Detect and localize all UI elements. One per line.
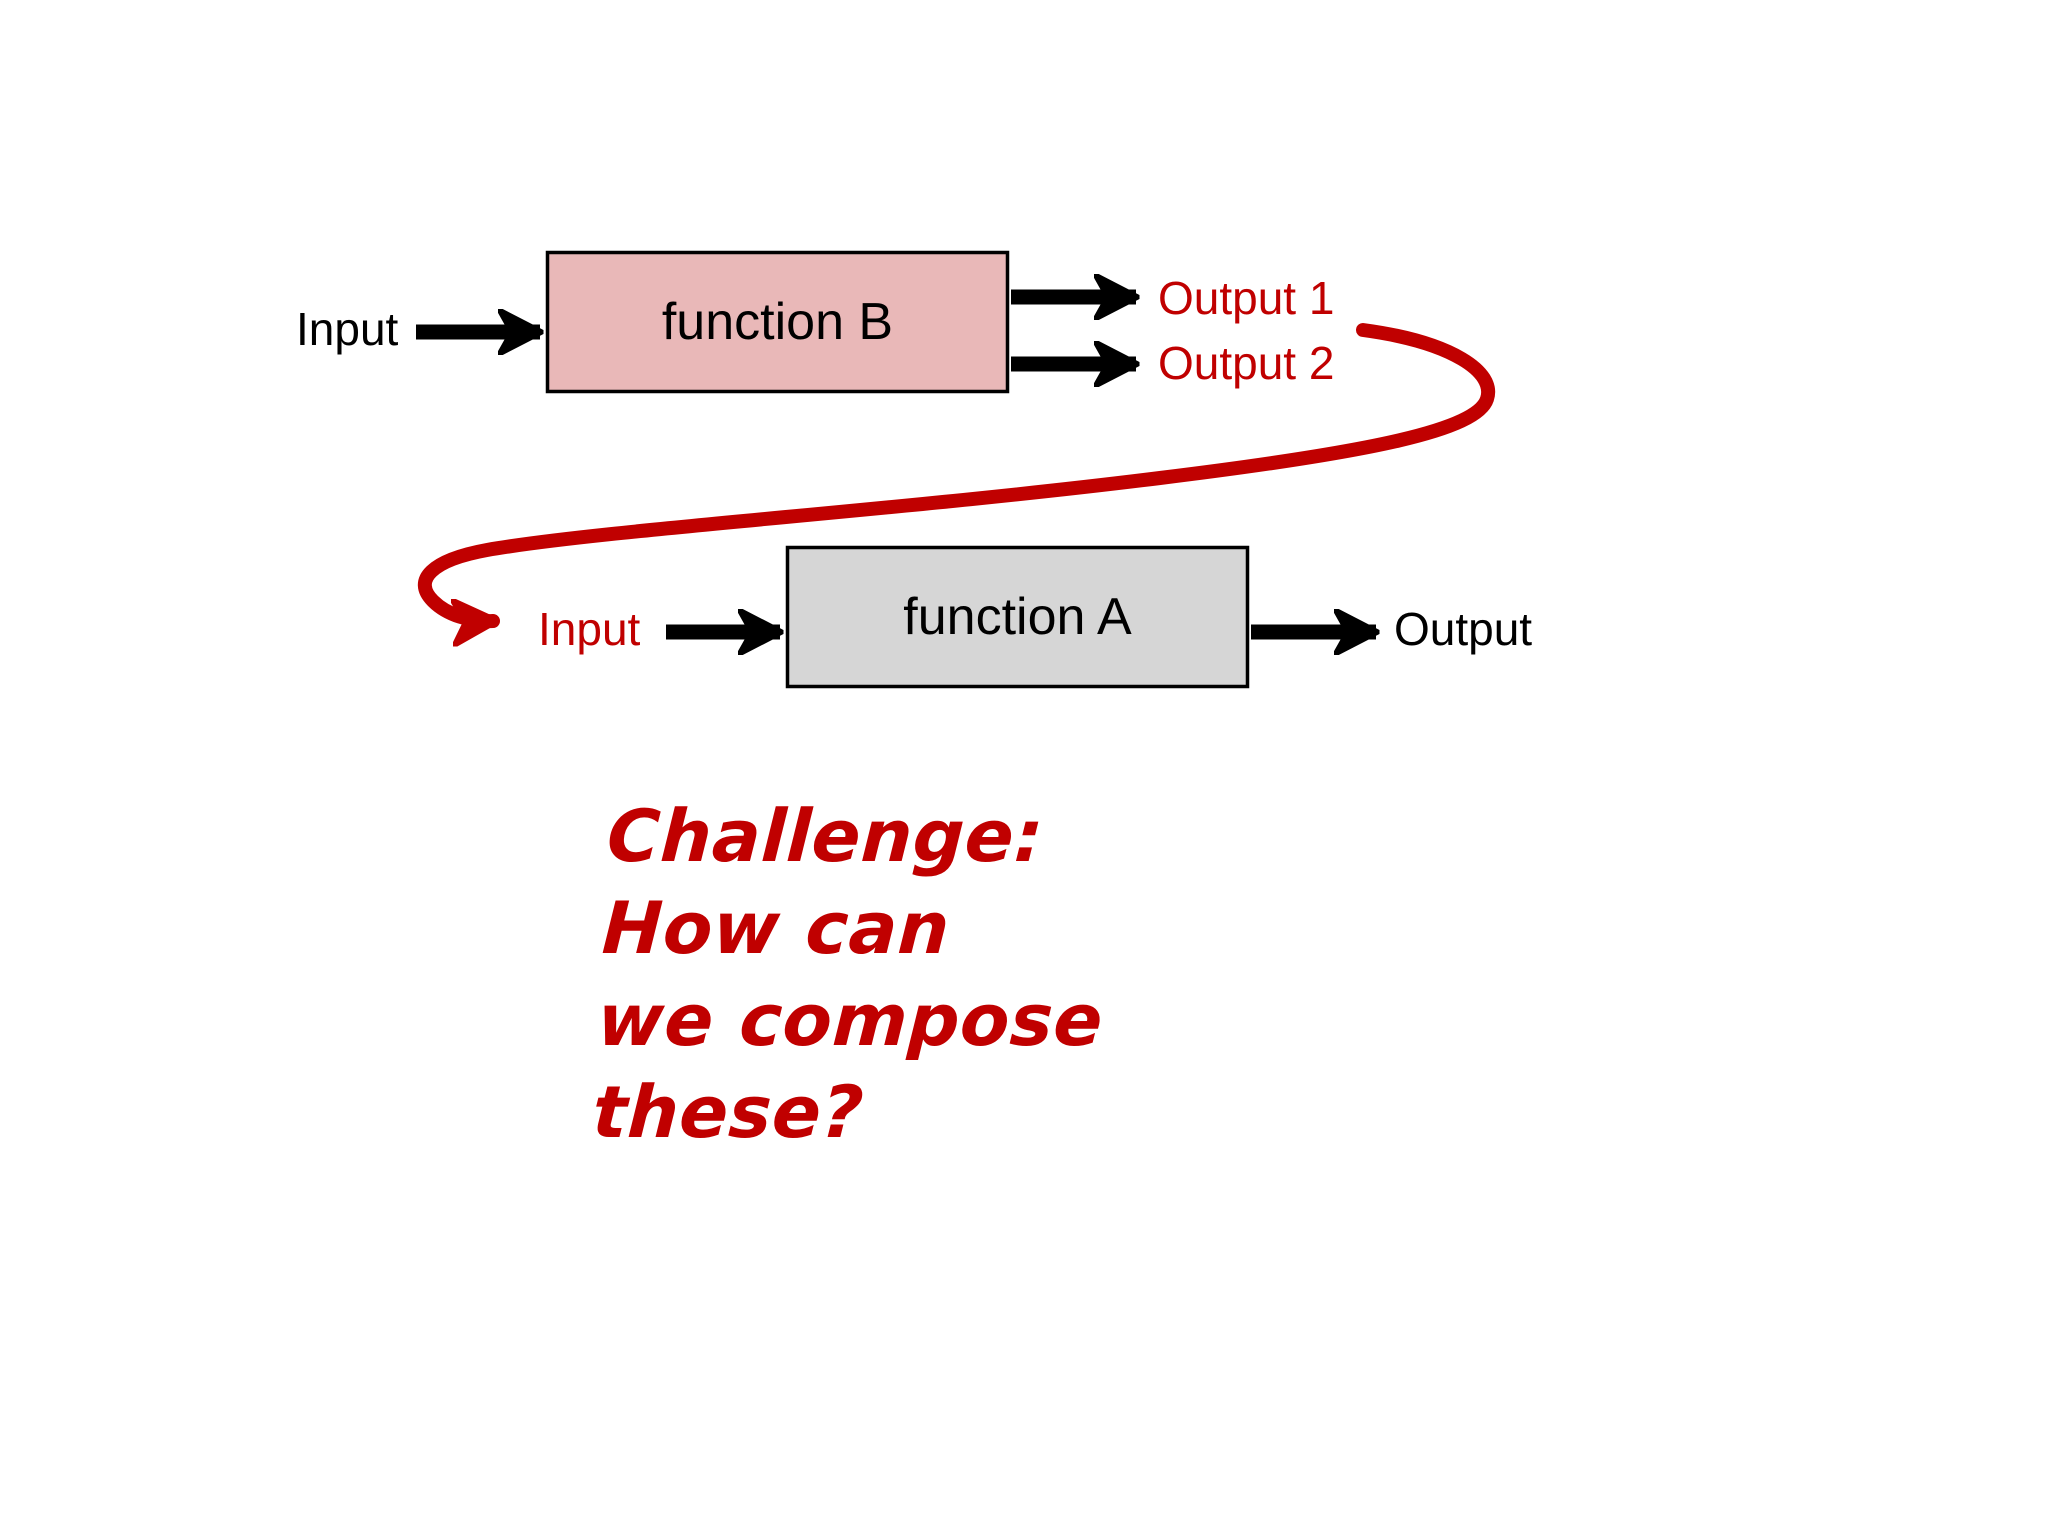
- output-2-label: Output 2: [1158, 337, 1335, 389]
- input-label-function-a: Input: [538, 603, 641, 655]
- challenge-annotation-line-1: Challenge: How can: [600, 794, 1046, 971]
- output-label-function-a: Output: [1394, 603, 1533, 655]
- input-label-function-b: Input: [296, 303, 399, 355]
- feedback-curve-output2-to-input-a: [417, 323, 1496, 621]
- function-b-shape: [545, 250, 1010, 394]
- challenge-annotation: Challenge: How can we compose these?: [590, 790, 1229, 1159]
- challenge-annotation-line-2: we compose these?: [590, 978, 1106, 1155]
- output-1-label: Output 1: [1158, 272, 1335, 324]
- function-a-shape: [785, 545, 1250, 689]
